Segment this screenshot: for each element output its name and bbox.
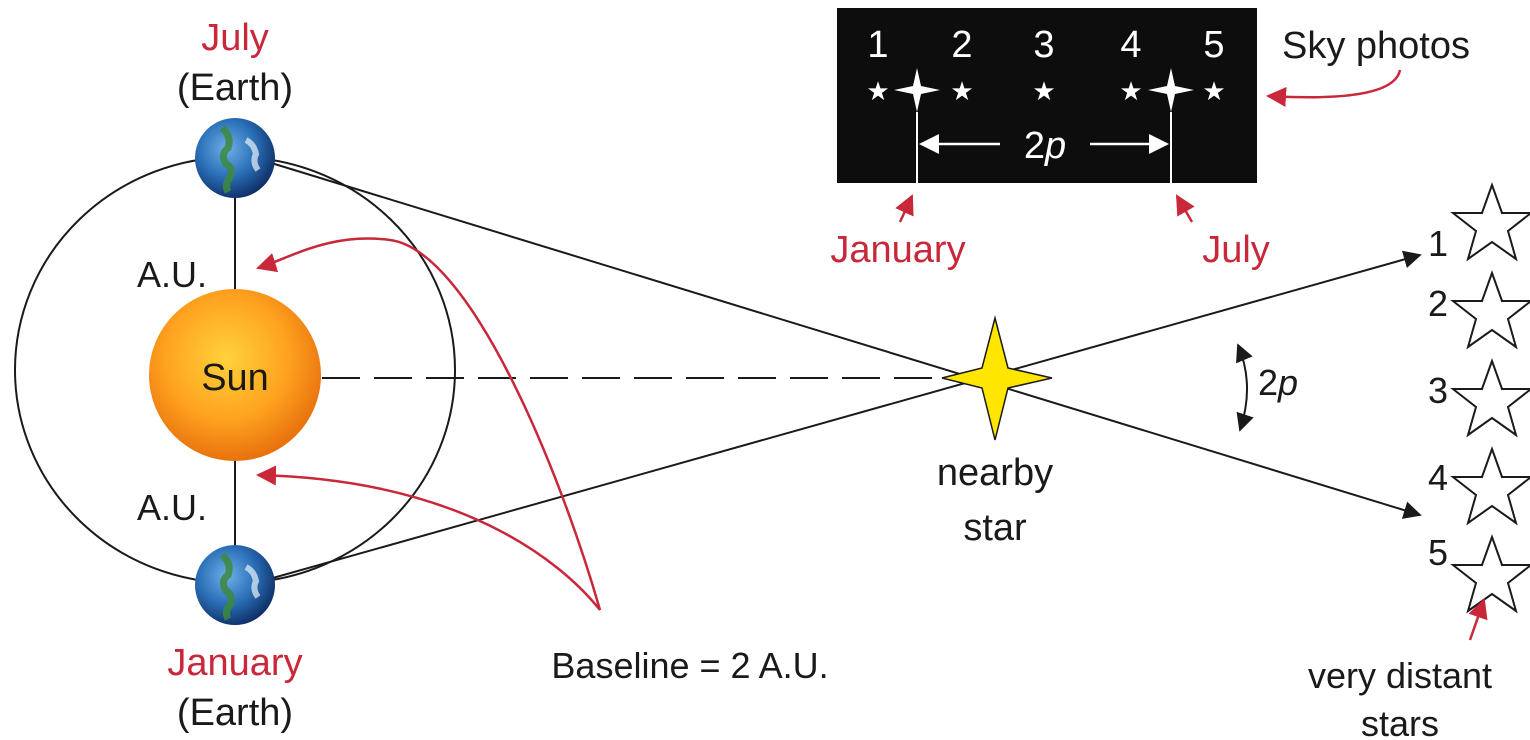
baseline-label: Baseline = 2 A.U. <box>551 645 828 686</box>
distant-star-num-5: 5 <box>1428 532 1448 573</box>
angle-label-var: p <box>1277 362 1298 403</box>
sky-photo-sep-var: p <box>1044 125 1066 167</box>
sky-photo-january-pointer <box>895 194 914 223</box>
nearby-star-line2: star <box>963 507 1027 549</box>
distant-stars <box>1450 182 1530 614</box>
sky-photo-star-5: ★ <box>1202 76 1225 106</box>
sky-photo-star-2: ★ <box>950 76 973 106</box>
sky-photo-num-3: 3 <box>1033 24 1054 66</box>
sky-photo-num-4: 4 <box>1120 24 1141 66</box>
distant-stars-caption-line1: very distant <box>1308 655 1492 696</box>
july-earth-body: (Earth) <box>177 67 293 109</box>
january-earth-body: (Earth) <box>177 692 293 734</box>
au-label-upper: A.U. <box>137 254 207 295</box>
sun <box>149 289 321 461</box>
sky-photo-separation: 2p <box>1024 125 1066 167</box>
sky-photo-star-1: ★ <box>866 76 889 106</box>
distant-stars-caption-line2: stars <box>1361 703 1439 740</box>
nearby-star <box>941 315 1053 441</box>
distant-star-2 <box>1450 270 1530 350</box>
sky-photos-pointer <box>1266 69 1402 107</box>
sky-photo-july-label: July <box>1202 229 1270 271</box>
sky-photo-num-5: 5 <box>1203 24 1224 66</box>
distant-star-5 <box>1450 534 1530 614</box>
sky-photo-panel <box>837 8 1257 183</box>
distant-star-num-4: 4 <box>1428 457 1448 498</box>
distant-star-num-3: 3 <box>1428 370 1448 411</box>
july-earth-month: July <box>201 17 269 59</box>
january-earth-month: January <box>167 642 302 684</box>
sky-photo-star-3: ★ <box>1032 76 1055 106</box>
angle-label: 2p <box>1258 362 1298 403</box>
sun-label: Sun <box>201 357 269 399</box>
sky-photo-nearby-january <box>894 68 940 112</box>
baseline-pointer-lower <box>256 465 601 611</box>
sky-photo-january-label: January <box>830 229 965 271</box>
sky-photo-sep-num: 2 <box>1024 125 1045 167</box>
sight-line-january <box>254 250 1422 584</box>
distant-star-4 <box>1450 446 1530 526</box>
distant-star-num-1: 1 <box>1428 223 1448 264</box>
nearby-star-line1: nearby <box>937 452 1053 494</box>
baseline-pointer-upper <box>256 237 602 611</box>
sight-line-july <box>254 157 1422 519</box>
sky-photo-nearby-july <box>1148 68 1194 112</box>
earth-january <box>195 545 275 625</box>
sky-photo-star-4: ★ <box>1119 76 1142 106</box>
angle-label-num: 2 <box>1258 362 1278 403</box>
sky-photo-july-pointer <box>1175 194 1195 223</box>
earth-july <box>195 118 275 198</box>
sky-photo-num-2: 2 <box>951 24 972 66</box>
sky-photo-num-1: 1 <box>867 24 888 66</box>
distant-star-3 <box>1450 358 1530 438</box>
au-label-lower: A.U. <box>137 487 207 528</box>
angle-arc <box>1236 343 1254 432</box>
sky-photos-title: Sky photos <box>1282 25 1470 67</box>
distant-star-1 <box>1450 182 1530 262</box>
distant-stars-pointer <box>1468 598 1488 641</box>
distant-star-num-2: 2 <box>1428 283 1448 324</box>
